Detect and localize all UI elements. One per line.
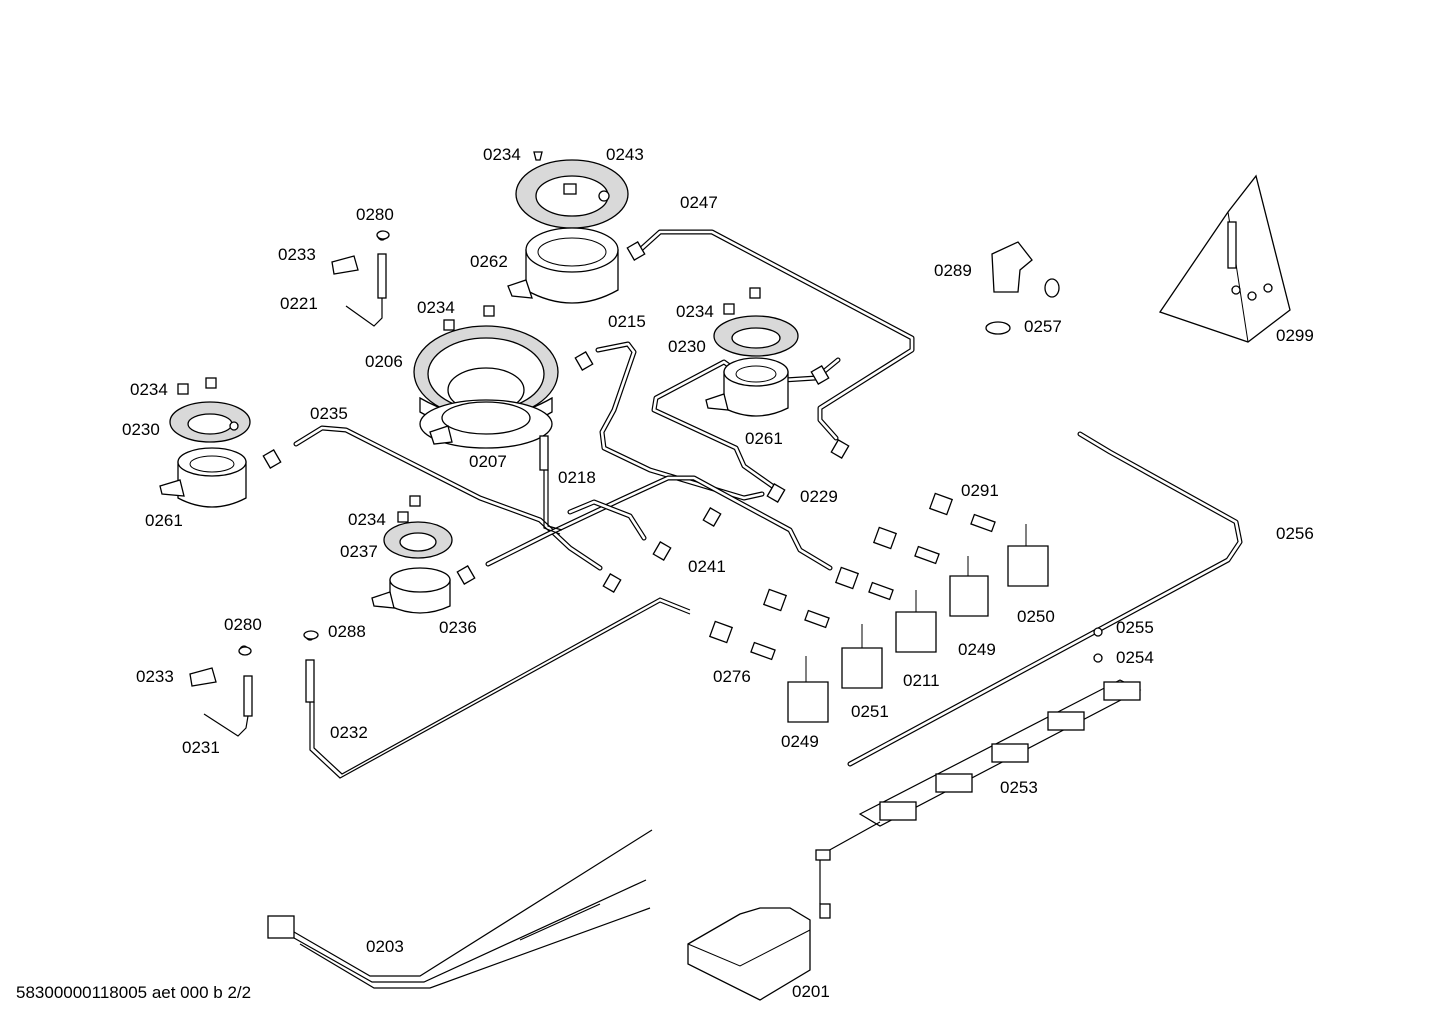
label-0251: 0251 xyxy=(851,702,889,721)
wiring-harness xyxy=(267,821,881,1001)
label-0299: 0299 xyxy=(1276,326,1314,345)
label-0280: 0280 xyxy=(224,615,262,634)
spare-parts-bag xyxy=(1158,174,1291,343)
label-0215: 0215 xyxy=(608,312,646,331)
label-0262: 0262 xyxy=(470,252,508,271)
label-0247: 0247 xyxy=(680,193,718,212)
ignition-switches xyxy=(858,627,1142,827)
burner-0261-left xyxy=(159,377,251,508)
label-0243: 0243 xyxy=(606,145,644,164)
burner-0261-right xyxy=(705,287,799,417)
label-0234: 0234 xyxy=(348,510,386,529)
label-0249: 0249 xyxy=(958,640,996,659)
label-0232: 0232 xyxy=(330,723,368,742)
label-0201: 0201 xyxy=(792,982,830,1001)
label-0236: 0236 xyxy=(439,618,477,637)
label-0257: 0257 xyxy=(1024,317,1062,336)
label-0261: 0261 xyxy=(745,429,783,448)
label-0289: 0289 xyxy=(934,261,972,280)
label-0229: 0229 xyxy=(800,487,838,506)
label-0237: 0237 xyxy=(340,542,378,561)
label-0233: 0233 xyxy=(278,245,316,264)
fittings xyxy=(985,241,1060,335)
sleeves xyxy=(708,492,996,661)
label-0203: 0203 xyxy=(366,937,404,956)
label-0261: 0261 xyxy=(145,511,183,530)
label-0231: 0231 xyxy=(182,738,220,757)
gas-valves xyxy=(787,524,1049,723)
label-0234: 0234 xyxy=(130,380,168,399)
label-0288: 0288 xyxy=(328,622,366,641)
label-0254: 0254 xyxy=(1116,648,1154,667)
document-footer: 58300000118005 aet 000 b 2/2 xyxy=(16,983,252,1002)
label-0241: 0241 xyxy=(688,557,726,576)
label-0211: 0211 xyxy=(903,671,940,690)
label-0253: 0253 xyxy=(1000,778,1038,797)
label-0234: 0234 xyxy=(676,302,714,321)
washers xyxy=(238,230,390,656)
label-0255: 0255 xyxy=(1116,618,1154,637)
burner-0236 xyxy=(371,495,453,614)
burner-0206 xyxy=(413,305,559,449)
label-0234: 0234 xyxy=(417,298,455,317)
label-0256: 0256 xyxy=(1276,524,1314,543)
burner-0262 xyxy=(507,151,629,304)
gas-pipes xyxy=(293,229,1243,767)
injectors xyxy=(262,241,850,593)
label-0221: 0221 xyxy=(280,294,318,313)
label-0249: 0249 xyxy=(781,732,819,751)
label-0207: 0207 xyxy=(469,452,507,471)
label-0276: 0276 xyxy=(713,667,751,686)
label-0235: 0235 xyxy=(310,404,348,423)
label-0234: 0234 xyxy=(483,145,521,164)
label-0233: 0233 xyxy=(136,667,174,686)
label-0206: 0206 xyxy=(365,352,403,371)
label-0230: 0230 xyxy=(122,420,160,439)
label-0280: 0280 xyxy=(356,205,394,224)
label-0230: 0230 xyxy=(668,337,706,356)
label-0218: 0218 xyxy=(558,468,596,487)
label-0250: 0250 xyxy=(1017,607,1055,626)
label-0291: 0291 xyxy=(961,481,999,500)
thermocouple-leads xyxy=(203,298,691,779)
